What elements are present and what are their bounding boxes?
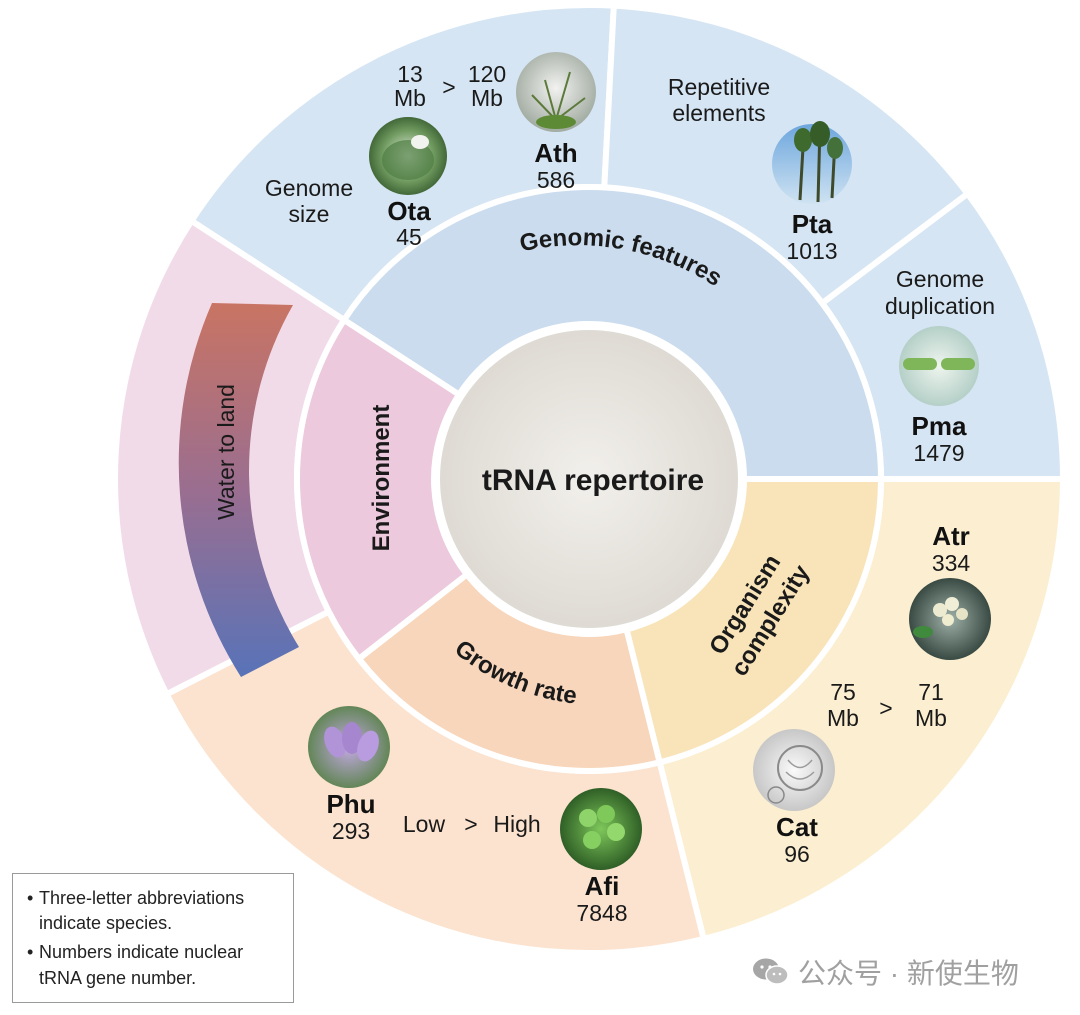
complexity-comparator: > [879, 695, 892, 721]
legend-list: Three-letter abbreviations indicate spec… [27, 886, 283, 991]
watermark-text: 公众号 · 新使生物 [798, 958, 1019, 989]
center-circle [434, 324, 744, 634]
species-phu-count: 293 [332, 818, 370, 844]
photo-ath [516, 52, 596, 132]
species-ota-count: 45 [396, 224, 422, 250]
center-title: tRNA repertoire [482, 464, 704, 497]
watermark: 公众号 · 新使生物 [752, 952, 1019, 992]
repetitive-label-line1: Repetitive [668, 74, 770, 100]
genome-size-small-unit: Mb [394, 85, 426, 111]
photo-pta [772, 121, 852, 204]
photo-cat [753, 729, 835, 811]
species-pta-abbr: Pta [792, 209, 833, 239]
complexity-left-size-unit: Mb [827, 705, 859, 731]
water-to-land-label: Water to land [213, 384, 239, 520]
species-afi-abbr: Afi [585, 871, 620, 901]
species-atr-abbr: Atr [932, 521, 970, 551]
category-environment: Environment [368, 405, 395, 552]
species-ota-abbr: Ota [387, 196, 431, 226]
complexity-left-size-value: 75 [830, 679, 856, 705]
genome-size-large-value: 120 [468, 61, 506, 87]
species-pma-abbr: Pma [912, 411, 967, 441]
inner-growth-rate [355, 571, 663, 774]
species-ath-abbr: Ath [534, 138, 577, 168]
repetitive-label-line2: elements [672, 100, 765, 126]
species-afi-count: 7848 [576, 900, 627, 926]
duplication-label-line1: Genome [896, 266, 984, 292]
genome-size-small-value: 13 [397, 61, 423, 87]
photo-afi [560, 788, 642, 870]
species-cat-abbr: Cat [776, 812, 818, 842]
species-cat-count: 96 [784, 841, 810, 867]
species-atr-count: 334 [932, 550, 971, 576]
legend-item-abbreviations: Three-letter abbreviations indicate spec… [27, 886, 283, 936]
photo-ota [369, 117, 447, 195]
legend-box: Three-letter abbreviations indicate spec… [12, 873, 294, 1003]
inner-ring [294, 184, 884, 774]
water-to-land-band [178, 303, 299, 677]
complexity-right-size-value: 71 [918, 679, 944, 705]
photo-pma [899, 326, 979, 406]
photo-phu [308, 706, 390, 788]
wechat-icon [753, 958, 789, 985]
inner-organism-complexity [623, 476, 884, 766]
growth-comparator: > [464, 811, 477, 837]
genome-size-comparator: > [442, 74, 455, 100]
duplication-label-line2: duplication [885, 293, 995, 319]
genome-size-large-unit: Mb [471, 85, 503, 111]
complexity-right-size-unit: Mb [915, 705, 947, 731]
species-phu-abbr: Phu [326, 789, 375, 819]
growth-low-label: Low [403, 811, 446, 837]
genome-size-label-line1: Genome [265, 175, 353, 201]
growth-high-label: High [493, 811, 540, 837]
species-ath-count: 586 [537, 167, 575, 193]
legend-item-numbers: Numbers indicate nuclear tRNA gene numbe… [27, 940, 283, 990]
genome-size-label-line2: size [289, 201, 330, 227]
species-pma-count: 1479 [913, 440, 964, 466]
photo-atr [909, 578, 991, 660]
species-pta-count: 1013 [786, 238, 837, 264]
